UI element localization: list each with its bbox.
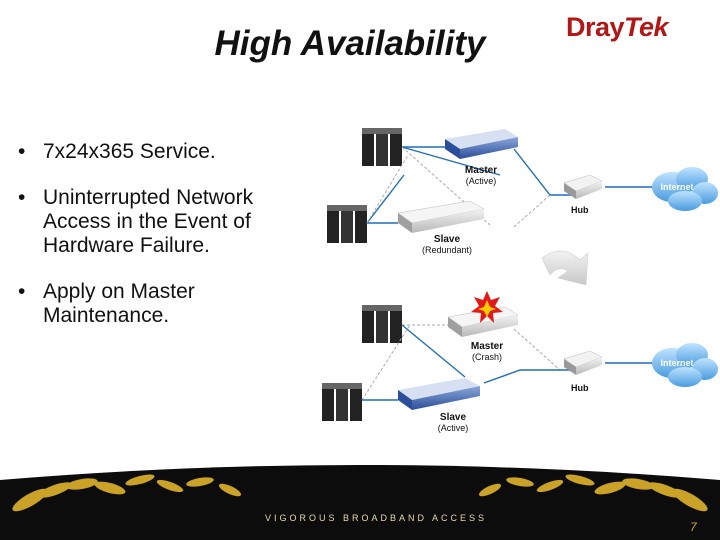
master-bottom-label: Master	[471, 341, 503, 352]
links-bottom	[362, 324, 655, 401]
slave-bottom-state: (Active)	[438, 423, 469, 433]
cloud-bottom-label: Internet	[660, 358, 693, 368]
links-bottom-broken	[361, 324, 561, 401]
draytek-logo: DrayTek	[566, 12, 669, 43]
bullet-marker: •	[18, 186, 26, 209]
logo-part-dray: Dray	[566, 12, 625, 42]
page-number: 7	[690, 520, 697, 534]
cloud-bottom	[652, 343, 718, 387]
router-master-top	[445, 129, 518, 159]
slave-top-state: (Redundant)	[422, 245, 472, 255]
footer-tagline: VIGOROUS BROADBAND ACCESS	[265, 513, 488, 523]
laurel-right	[478, 474, 708, 512]
bullet-line: Maintenance.	[43, 304, 170, 327]
master-top-label: Master	[465, 165, 497, 176]
servers-top-upper	[362, 128, 402, 166]
master-top-state: (Active)	[466, 176, 497, 186]
bullet-line: 7x24x365 Service.	[43, 140, 216, 163]
slide-title: High Availability	[214, 24, 486, 63]
bullet-item-maintenance: • Apply on Master Maintenance.	[18, 280, 318, 328]
bullet-list: • 7x24x365 Service. • Uninterrupted Netw…	[18, 140, 318, 350]
servers-bottom-lower	[322, 383, 362, 421]
bullet-line: Hardware Failure.	[43, 234, 210, 257]
servers-top-lower	[327, 205, 367, 243]
transition-arrow	[541, 250, 589, 286]
servers-bottom-upper	[362, 305, 402, 343]
bullet-marker: •	[18, 280, 26, 303]
links-top	[366, 146, 655, 224]
hub-top-label: Hub	[571, 205, 589, 215]
bullet-line: Uninterrupted Network	[43, 186, 254, 209]
bullet-marker: •	[18, 140, 26, 163]
cloud-top	[652, 167, 718, 211]
router-slave-top	[397, 200, 485, 233]
hub-top	[563, 174, 603, 199]
router-slave-active	[398, 378, 480, 410]
logo-part-tek: Tek	[624, 12, 669, 42]
hub-bottom	[563, 350, 603, 375]
laurel-left	[12, 474, 242, 512]
hub-bottom-label: Hub	[571, 383, 589, 393]
bullet-line: Access in the Event of	[43, 210, 251, 233]
bullet-item-service: • 7x24x365 Service.	[18, 140, 318, 164]
master-bottom-state: (Crash)	[472, 352, 502, 362]
bullet-line: Apply on Master	[43, 280, 195, 303]
slave-top-label: Slave	[434, 234, 461, 245]
bullet-item-uninterrupted: • Uninterrupted Network Access in the Ev…	[18, 186, 318, 258]
crash-burst-icon	[471, 291, 503, 323]
cloud-top-label: Internet	[660, 182, 693, 192]
footer-decoration	[0, 440, 720, 540]
ha-diagram: Master (Active) Slave (Redundant) Hub In…	[322, 128, 718, 433]
slave-bottom-label: Slave	[440, 412, 467, 423]
